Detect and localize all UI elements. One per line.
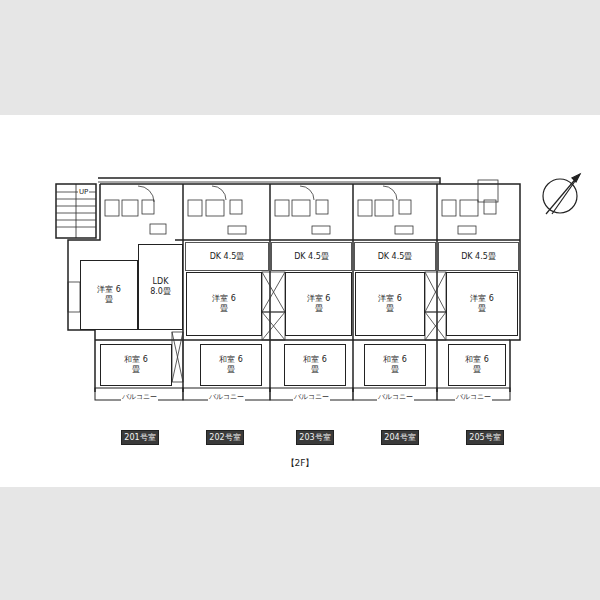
room-name: DK 4.5畳	[294, 252, 329, 262]
room-box: 洋室 6畳	[355, 272, 425, 336]
dining-kitchen-area: DK 4.5畳	[354, 242, 436, 271]
text-wrap: 洋室 6畳	[96, 285, 122, 304]
text-wrap: 洋室 6畳	[211, 294, 237, 313]
room-box: 和室 6畳	[200, 344, 262, 386]
unit-number: 201号室	[124, 433, 155, 443]
text-wrap: 和室 6畳	[302, 355, 328, 374]
text-wrap: 202号室	[209, 433, 240, 443]
unit-number-box: 203号室	[296, 430, 333, 445]
balcony-label: バルコニー	[377, 394, 414, 402]
room-name: DK 4.5畳	[210, 252, 245, 262]
unit-number: 203号室	[299, 433, 330, 443]
dining-kitchen-area: DK 4.5畳	[271, 242, 352, 271]
text-wrap: 洋室 6畳	[377, 294, 403, 313]
balcony-label: バルコニー	[121, 394, 158, 402]
compass	[543, 174, 580, 214]
walls	[56, 178, 520, 392]
room-name: 洋室 6畳	[377, 294, 403, 313]
room-name: 洋室 6畳	[211, 294, 237, 313]
text-wrap: 201号室	[124, 433, 155, 443]
room-name: 和室 6畳	[218, 355, 244, 374]
room-name: 和室 6畳	[123, 355, 149, 374]
text-wrap: DK 4.5畳	[210, 252, 245, 262]
room-box: 和室 6畳	[100, 344, 172, 386]
unit-number-box: 201号室	[121, 430, 158, 445]
stair-label: UP	[78, 189, 89, 197]
text-wrap: 和室 6畳	[464, 355, 490, 374]
bottom-band	[0, 487, 600, 600]
text-wrap: DK 4.5畳	[461, 252, 496, 262]
unit-number-box: 202号室	[206, 430, 243, 445]
text-wrap: 洋室 6畳	[306, 294, 332, 313]
text-wrap: 洋室 6畳	[469, 294, 495, 313]
room-box: 洋室 6畳	[80, 260, 138, 330]
room-name: 洋室 6畳	[96, 285, 122, 304]
balcony-label: バルコニー	[455, 394, 492, 402]
dining-kitchen-area: DK 4.5畳	[185, 242, 269, 271]
room-name: 洋室 6畳	[306, 294, 332, 313]
text-wrap: 和室 6畳	[218, 355, 244, 374]
unit-number-box: 204号室	[381, 430, 418, 445]
room-name: 和室 6畳	[382, 355, 408, 374]
text-wrap: DK 4.5畳	[378, 252, 413, 262]
floor-title: 【2F】	[286, 457, 315, 470]
text-wrap: 204号室	[384, 433, 415, 443]
unit-number: 205号室	[469, 433, 500, 443]
top-band	[0, 0, 600, 115]
text-wrap: 和室 6畳	[382, 355, 408, 374]
room-box: 洋室 6畳	[285, 272, 352, 336]
unit-number-box: 205号室	[466, 430, 503, 445]
fixtures	[105, 180, 498, 234]
room-name: 和室 6畳	[302, 355, 328, 374]
text-wrap: 203号室	[299, 433, 330, 443]
room-box: 和室 6畳	[448, 344, 506, 386]
room-box: 和室 6畳	[364, 344, 426, 386]
room-box: 洋室 6畳	[446, 272, 518, 336]
text-wrap: 和室 6畳	[123, 355, 149, 374]
room-name: LDK 8.0畳	[148, 277, 174, 296]
unit-number: 204号室	[384, 433, 415, 443]
balcony-label: バルコニー	[208, 394, 245, 402]
unit-number: 202号室	[209, 433, 240, 443]
room-box: LDK 8.0畳	[138, 244, 183, 330]
text-wrap: LDK 8.0畳	[148, 277, 174, 296]
room-box: 洋室 6畳	[186, 272, 262, 336]
room-box: 和室 6畳	[284, 344, 346, 386]
room-name: DK 4.5畳	[461, 252, 496, 262]
text-wrap: DK 4.5畳	[294, 252, 329, 262]
balcony-label: バルコニー	[293, 394, 330, 402]
room-name: 和室 6畳	[464, 355, 490, 374]
stair-treads	[56, 192, 96, 227]
room-name: DK 4.5畳	[378, 252, 413, 262]
dining-kitchen-area: DK 4.5畳	[438, 242, 519, 271]
room-name: 洋室 6畳	[469, 294, 495, 313]
text-wrap: 205号室	[469, 433, 500, 443]
